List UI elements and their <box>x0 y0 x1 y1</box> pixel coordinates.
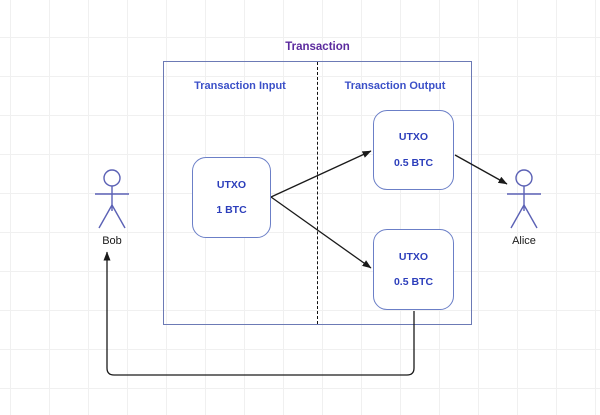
utxo-node-input-amount: 1 BTC <box>216 204 247 216</box>
input-output-divider <box>317 62 318 324</box>
arrow-output-top-to-alice <box>454 154 508 185</box>
utxo-node-output-bottom-title: UTXO <box>398 250 429 263</box>
utxo-node-output-top-title: UTXO <box>398 131 429 143</box>
utxo-node-input[interactable]: UTXO 1 BTC <box>192 157 271 238</box>
transaction-container-box <box>163 61 472 325</box>
utxo-node-input-title: UTXO <box>216 178 247 191</box>
arrow-input-to-output-top <box>270 150 372 198</box>
utxo-node-output-top[interactable]: UTXO 0.5 BTC <box>373 110 454 190</box>
utxo-node-output-bottom[interactable]: UTXO 0.5 BTC <box>373 229 454 310</box>
utxo-node-output-bottom-amount: 0.5 BTC <box>393 276 434 288</box>
arrow-input-to-output-bottom <box>270 196 372 269</box>
actor-alice-figure <box>507 169 541 229</box>
actor-bob-figure <box>95 169 129 229</box>
utxo-node-output-top-amount: 0.5 BTC <box>393 156 434 169</box>
arrow-output-bottom-to-bob <box>103 251 415 376</box>
